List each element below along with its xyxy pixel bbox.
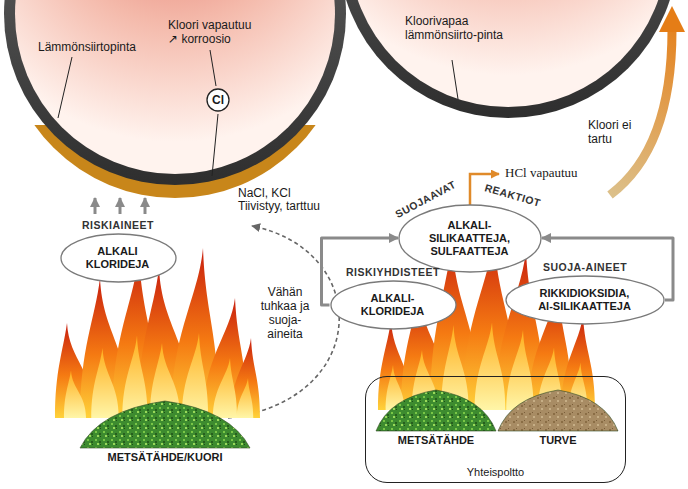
pile-mound [498,390,618,431]
flame [475,323,506,411]
pile-label: METSÄTÄHDE [354,434,518,446]
chlorine-escape-arrowhead [659,6,685,32]
fuel-pile: METSÄTÄHDE [374,387,498,453]
curved-heading: RISKIYHDISTEET [346,266,440,278]
leader-line [210,50,216,86]
oval-shape [331,281,456,329]
oval-text: ALKALI-SILIKAATTEJA, SULFAATTEJA [424,219,516,258]
curved-heading: SUOJA-AINEET [543,261,627,273]
circle-shape [207,89,229,111]
element-circle: Cl [206,88,230,112]
leader-line [452,60,458,99]
tube-interior [349,0,667,107]
oval-box: ALKALI KLORIDEJARISKIAINEET [60,233,177,283]
rising-arrow [119,198,122,214]
annotation: Kloorivapaa lämmönsiirto-pinta [405,14,505,42]
pile-mound [376,390,496,431]
fuel-pile: TURVE [496,387,620,453]
oval-shape [506,276,664,324]
flame [91,348,119,418]
annotation: NaCl, KCl [238,186,291,200]
curved-heading: REAKTIOT [483,180,542,209]
group-box: Yhteispoltto METSÄTÄHDETURVE [365,376,626,483]
annotation: Kloori ei tartu [588,118,646,146]
flame [237,378,254,418]
flame [64,371,86,419]
rising-arrow [144,198,147,214]
tube-wall [4,0,346,185]
flame [506,330,534,410]
pile-shape [78,398,252,448]
oval-text: RIKKIDIOKSIDIA, Al-SILIKAATTEJA [533,287,637,313]
curved-heading: RISKIAINEET [82,219,154,231]
flame [213,358,237,418]
oval-box: ALKALI-KLORIDEJARISKIYHDISTEET [330,280,457,330]
annotation: Tiivistyy, tarttuu [238,199,320,213]
pile-label: METSÄTÄHDE/KUORI [58,451,272,463]
oval-shape [61,234,176,282]
oval-box: ALKALI-SILIKAATTEJA, SULFAATTEJA [398,204,542,273]
element-symbol: Cl [206,88,230,112]
annotation: Kloori vapautuu ↗ korroosio [168,18,263,46]
fuel-pile: METSÄTÄHDE/KUORI [78,398,252,478]
tube-interior [15,0,335,174]
annotation: Lämmönsiirtopinta [38,40,136,54]
pile-label: TURVE [476,434,640,446]
leader-line [58,57,72,118]
leader-line [212,114,218,176]
oval-text: ALKALI-KLORIDEJA [353,292,433,318]
chlorine-escape-arrow [610,30,672,195]
oval-box: RIKKIDIOKSIDIA, Al-SILIKAATTEJASUOJA-AIN… [505,275,665,325]
rising-arrow [94,198,97,214]
pile-mound [80,401,250,448]
annotation: HCl vapautuu [505,166,578,180]
oval-shape [399,205,541,272]
tube-wall [338,0,678,118]
pile-shape [496,387,620,431]
oval-text: ALKALI KLORIDEJA [82,245,154,271]
group-label: Yhteispoltto [366,466,625,478]
annotation: Vähän tuhkaa ja suoja-aineita [256,285,314,341]
salt-deposit [3,125,347,198]
pile-shape [374,387,498,431]
